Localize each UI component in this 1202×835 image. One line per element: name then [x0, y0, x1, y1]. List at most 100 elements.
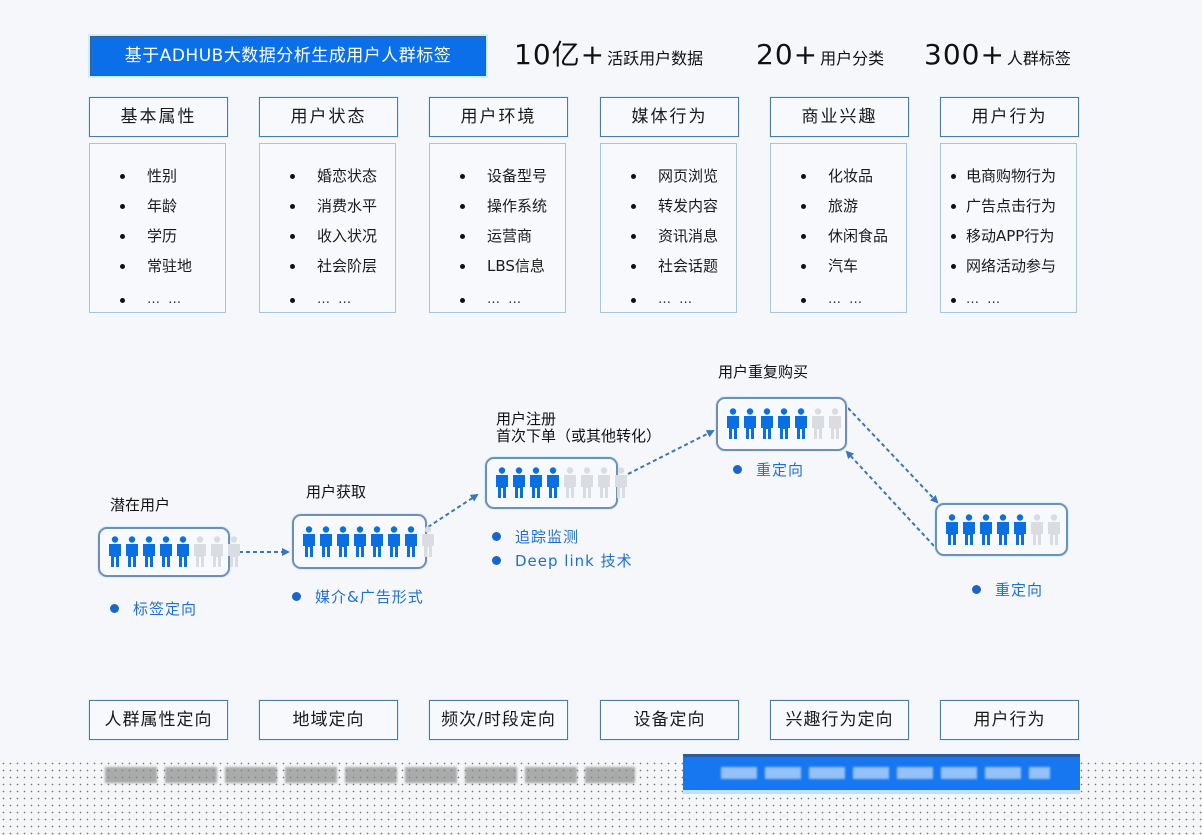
category-item: 网络活动参与	[941, 251, 1076, 281]
stage-title-potential: 潜在用户	[110, 496, 171, 514]
category-item: 电商购物行为	[941, 161, 1076, 191]
bullet-icon	[951, 173, 956, 179]
category-list: 电商购物行为广告点击行为移动APP行为网络活动参与… …	[940, 143, 1077, 313]
stat-label: 活跃用户数据	[607, 49, 704, 68]
person-icon-empty	[828, 408, 842, 440]
category-item: 化妆品	[771, 161, 906, 191]
category-list: 性别年龄学历常驻地… …	[89, 143, 226, 313]
footer-obscured-button[interactable]	[683, 754, 1080, 790]
person-icon-empty	[597, 467, 611, 499]
stage-note: 媒介&广告形式	[292, 586, 424, 607]
person-icon-filled	[176, 536, 190, 568]
stage-node-potential	[98, 527, 240, 577]
targeting-tag: 地域定向	[259, 700, 398, 740]
bullet-icon	[801, 233, 806, 239]
category-item: 运营商	[430, 221, 565, 251]
category-list: 化妆品旅游休闲食品汽车… …	[770, 143, 907, 313]
bullet-icon	[460, 173, 465, 179]
category-item: 转发内容	[601, 191, 736, 221]
person-icon-filled	[777, 408, 791, 440]
category-item-label: 休闲食品	[828, 227, 889, 245]
category-title: 商业兴趣	[770, 97, 909, 137]
person-icon-filled	[512, 467, 526, 499]
bullet-icon	[120, 233, 125, 239]
person-icon-filled	[1013, 513, 1027, 546]
bullet-icon	[801, 297, 806, 303]
person-icon-empty	[811, 408, 825, 440]
person-icon-filled	[495, 467, 509, 499]
bullet-icon	[290, 233, 295, 239]
person-icon-empty	[421, 525, 435, 558]
category-item-label: 转发内容	[658, 197, 719, 215]
stage-note: 重定向	[733, 459, 804, 480]
person-icon-filled	[370, 525, 384, 558]
category-item-label: 设备型号	[487, 167, 548, 185]
person-icon-filled	[108, 536, 122, 568]
bullet-icon	[801, 173, 806, 179]
stat-active-users: 10亿+ 活跃用户数据	[514, 36, 703, 74]
category-item-label: 性别	[147, 167, 178, 185]
bullet-icon	[120, 173, 125, 179]
ellipsis-label: … …	[966, 292, 1003, 307]
bullet-icon	[460, 233, 465, 239]
category-title: 用户行为	[940, 97, 1079, 137]
bullet-icon	[631, 233, 636, 239]
person-icon-filled	[319, 525, 333, 558]
bullet-icon	[631, 203, 636, 209]
category-item: 收入状况	[260, 221, 395, 251]
category-item-label: 社会话题	[658, 257, 719, 275]
bullet-icon	[631, 173, 636, 179]
stage-note: Deep link 技术	[492, 550, 633, 571]
ellipsis-label: … …	[147, 292, 184, 307]
bullet-icon	[951, 233, 956, 239]
person-icon-filled	[945, 513, 959, 546]
category-item-label: 婚恋状态	[317, 167, 378, 185]
person-icon-empty	[1047, 513, 1061, 546]
stage-node-repurchase	[716, 397, 847, 451]
category-item-more: … …	[771, 285, 906, 315]
note-text: 重定向	[995, 581, 1044, 599]
targeting-tag: 兴趣行为定向	[770, 700, 909, 740]
person-icon-empty	[1030, 513, 1044, 546]
bullet-icon	[120, 203, 125, 209]
bullet-icon	[492, 532, 501, 541]
person-icon-filled	[159, 536, 173, 568]
category-item-label: 收入状况	[317, 227, 378, 245]
bullet-icon	[120, 297, 125, 303]
category-title: 用户环境	[429, 97, 568, 137]
person-icon-filled	[125, 536, 139, 568]
category-item-label: 电商购物行为	[966, 167, 1057, 185]
category-item: 学历	[90, 221, 225, 251]
category-item: 社会阶层	[260, 251, 395, 281]
bullet-icon	[951, 203, 956, 209]
category-item: 消费水平	[260, 191, 395, 221]
category-item-label: 化妆品	[828, 167, 874, 185]
person-icon-filled	[142, 536, 156, 568]
person-icon-empty	[210, 536, 224, 568]
person-icon-empty	[614, 467, 628, 499]
bullet-icon	[492, 556, 501, 565]
category-item: 社会话题	[601, 251, 736, 281]
ellipsis-label: … …	[658, 292, 695, 307]
bullet-icon	[460, 203, 465, 209]
category-title: 用户状态	[259, 97, 398, 137]
person-icon-empty	[563, 467, 577, 499]
person-icon-filled	[962, 513, 976, 546]
stage-note: 标签定向	[110, 598, 197, 619]
person-icon-empty	[227, 536, 241, 568]
bullet-icon	[290, 173, 295, 179]
targeting-tag: 用户行为	[940, 700, 1079, 740]
category-item-label: 资讯消息	[658, 227, 719, 245]
category-item: 资讯消息	[601, 221, 736, 251]
bullet-icon	[290, 203, 295, 209]
category-title: 媒体行为	[600, 97, 739, 137]
person-icon-filled	[726, 408, 740, 440]
arrow-stage4-to-stage5	[847, 407, 939, 504]
bullet-icon	[292, 592, 301, 601]
note-text: 标签定向	[133, 600, 198, 618]
category-title: 基本属性	[89, 97, 228, 137]
person-icon-filled	[404, 525, 418, 558]
category-item-label: 运营商	[487, 227, 533, 245]
person-icon-filled	[302, 525, 316, 558]
footer-obscured-text	[105, 767, 635, 783]
